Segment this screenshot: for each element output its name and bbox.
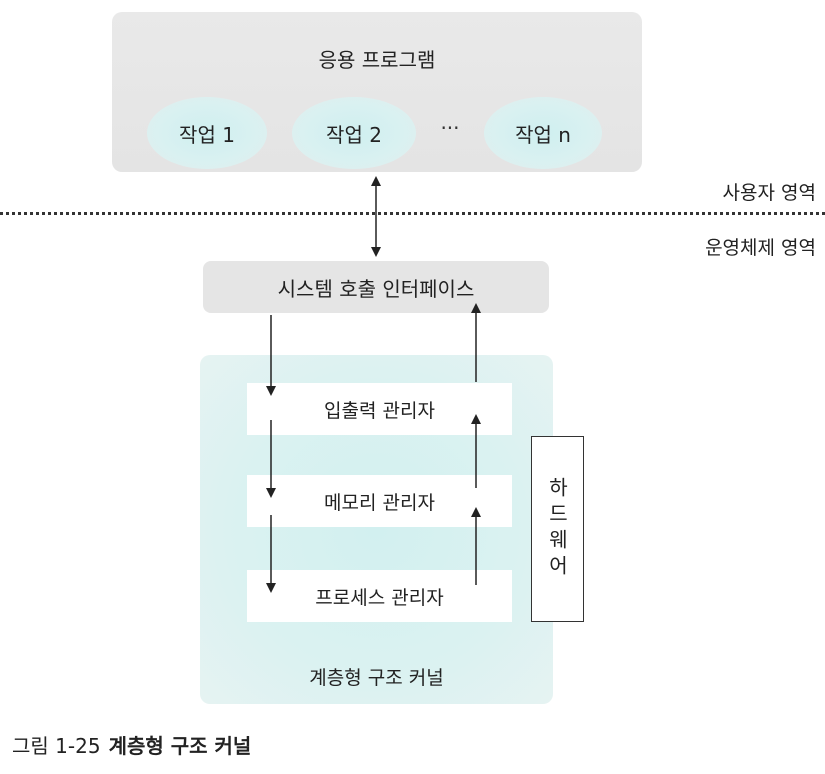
memory-manager-box: 메모리 관리자 xyxy=(247,475,512,527)
os-region-label: 운영체제 영역 xyxy=(705,237,816,259)
system-call-interface-label: 시스템 호출 인터페이스 xyxy=(277,276,475,301)
task-2-oval: 작업 2 xyxy=(292,97,416,169)
memory-manager-label: 메모리 관리자 xyxy=(324,491,435,514)
task-ellipsis: ··· xyxy=(440,116,460,140)
layered-kernel-box: 입출력 관리자 메모리 관리자 프로세스 관리자 계층형 구조 커널 xyxy=(200,355,553,704)
system-call-interface-box: 시스템 호출 인터페이스 xyxy=(203,261,549,313)
task-n-oval: 작업 n xyxy=(484,97,602,169)
kernel-caption: 계층형 구조 커널 xyxy=(309,667,444,689)
io-manager-box: 입출력 관리자 xyxy=(247,383,512,435)
region-divider xyxy=(0,212,825,215)
process-manager-label: 프로세스 관리자 xyxy=(315,586,444,609)
application-program-box: 응용 프로그램 작업 1 작업 2 ··· 작업 n xyxy=(112,12,642,172)
task-1-oval: 작업 1 xyxy=(147,97,267,169)
figure-caption: 그림 1-25 계층형 구조 커널 xyxy=(12,730,251,759)
hardware-box: 하드웨어 xyxy=(531,436,584,622)
application-program-title: 응용 프로그램 xyxy=(318,48,436,72)
hardware-label: 하드웨어 xyxy=(545,477,569,581)
figure-title: 계층형 구조 커널 xyxy=(108,734,252,758)
user-region-label: 사용자 영역 xyxy=(722,182,816,204)
process-manager-box: 프로세스 관리자 xyxy=(247,570,512,622)
figure-number: 그림 1-25 xyxy=(12,734,101,758)
io-manager-label: 입출력 관리자 xyxy=(324,399,435,422)
